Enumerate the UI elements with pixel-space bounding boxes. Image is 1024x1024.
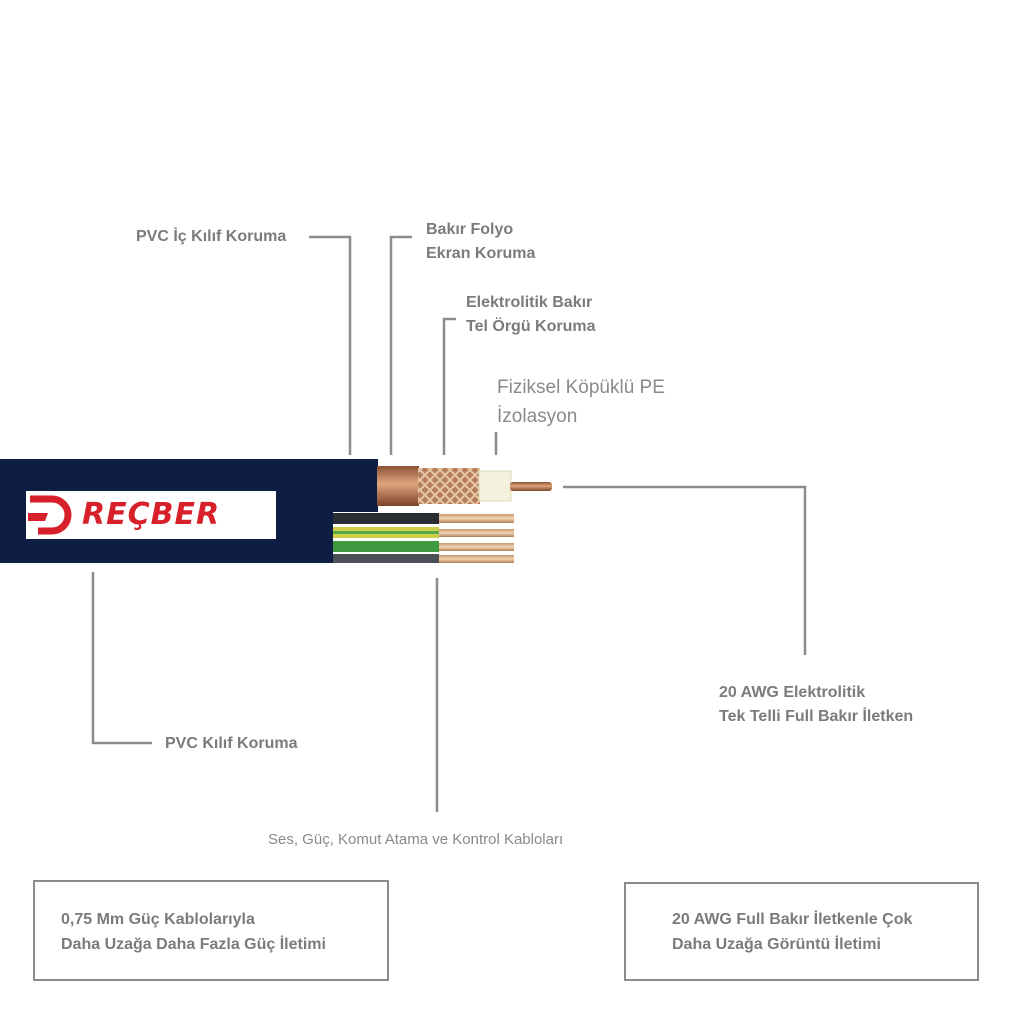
label-control-cables: Ses, Güç, Komut Atama ve Kontrol Kablola… bbox=[268, 831, 564, 848]
label-conductor-line2: Tek Telli Full Bakır İletken bbox=[719, 708, 914, 725]
brand-logo: REÇBER bbox=[26, 491, 276, 539]
feature-box-video-line1: 20 AWG Full Bakır İletkenle Çok bbox=[672, 911, 913, 928]
center-conductor bbox=[510, 482, 552, 491]
leader-lines bbox=[91, 235, 807, 812]
feature-box-video: 20 AWG Full Bakır İletkenle Çok Daha Uza… bbox=[624, 882, 979, 981]
label-foam-pe-line2: İzolasyon bbox=[497, 406, 578, 427]
leader-conductor bbox=[563, 485, 807, 655]
label-pvc-inner-jacket: PVC İç Kılıf Koruma bbox=[136, 228, 287, 245]
leader-pvc-outer bbox=[91, 572, 152, 745]
brand-logo-icon bbox=[28, 495, 72, 535]
label-conductor-line1: 20 AWG Elektrolitik bbox=[719, 684, 866, 701]
wire-green bbox=[333, 541, 439, 552]
feature-box-power: 0,75 Mm Güç Kablolarıyla Daha Uzağa Daha… bbox=[33, 880, 389, 981]
label-copper-foil-line1: Bakır Folyo bbox=[426, 221, 514, 238]
label-braid-line2: Tel Örgü Koruma bbox=[466, 318, 596, 335]
pvc-inner-jacket bbox=[333, 459, 378, 512]
leader-copper-foil bbox=[389, 235, 412, 455]
control-wires bbox=[333, 513, 514, 563]
feature-box-power-line1: 0,75 Mm Güç Kablolarıyla bbox=[61, 911, 255, 928]
feature-box-power-line2: Daha Uzağa Daha Fazla Güç İletimi bbox=[61, 936, 326, 953]
label-pvc-outer-jacket: PVC Kılıf Koruma bbox=[165, 735, 298, 752]
label-braid-line1: Elektrolitik Bakır bbox=[466, 294, 593, 311]
leader-braid bbox=[442, 317, 456, 455]
label-foam-pe-line1: Fiziksel Köpüklü PE bbox=[497, 377, 665, 398]
brand-logo-text: REÇBER bbox=[82, 497, 221, 532]
foam-pe-insulation bbox=[478, 470, 512, 502]
wire-gray bbox=[333, 554, 439, 563]
wire-black bbox=[333, 513, 439, 524]
label-copper-foil-line2: Ekran Koruma bbox=[426, 245, 536, 262]
copper-foil bbox=[377, 466, 419, 506]
copper-braid bbox=[418, 468, 480, 504]
leader-pvc-inner bbox=[309, 235, 352, 455]
feature-box-video-line2: Daha Uzağa Görüntü İletimi bbox=[672, 936, 881, 953]
